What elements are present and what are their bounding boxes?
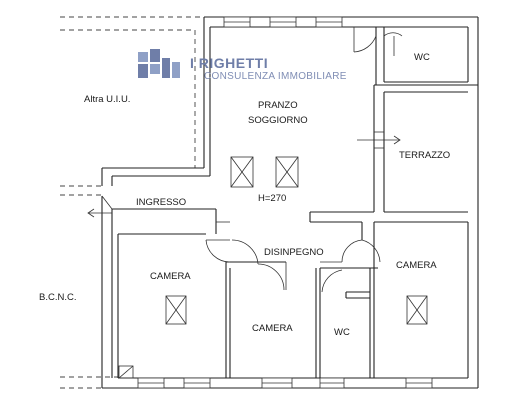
- room-label-soggiorno: SOGGIORNO: [248, 115, 308, 126]
- windows: [137, 16, 433, 389]
- doors: [205, 27, 403, 293]
- room-label-wc-top: WC: [414, 52, 430, 63]
- room-label-camera-left: CAMERA: [150, 271, 191, 282]
- room-labels: WC Altra U.I.U. PRANZO SOGGIORNO TERRAZZ…: [39, 52, 450, 338]
- interior-walls: [112, 27, 478, 378]
- room-label-bcnc: B.C.N.C.: [39, 292, 76, 303]
- logo-mark-icon: [138, 49, 180, 78]
- entrance-arrows: [87, 131, 401, 218]
- room-label-camera-center: CAMERA: [252, 323, 293, 334]
- logo-subtitle: CONSULENZA IMMOBILIARE: [204, 71, 347, 82]
- room-label-wc-bottom: WC: [334, 327, 350, 338]
- room-label-pranzo: PRANZO: [258, 100, 298, 111]
- ceiling-height-label: H=270: [258, 193, 286, 204]
- vent-shafts: [118, 156, 428, 379]
- room-label-ingresso: INGRESSO: [136, 197, 186, 208]
- logo-title: I RIGHETTI: [190, 55, 268, 71]
- room-label-disinpegno: DISINPEGNO: [264, 247, 324, 258]
- room-label-terrazzo: TERRAZZO: [399, 150, 450, 161]
- brand-logo: I RIGHETTI CONSULENZA IMMOBILIARE: [138, 49, 347, 82]
- room-label-altra-uiu: Altra U.I.U.: [84, 94, 130, 105]
- room-label-camera-right: CAMERA: [396, 260, 437, 271]
